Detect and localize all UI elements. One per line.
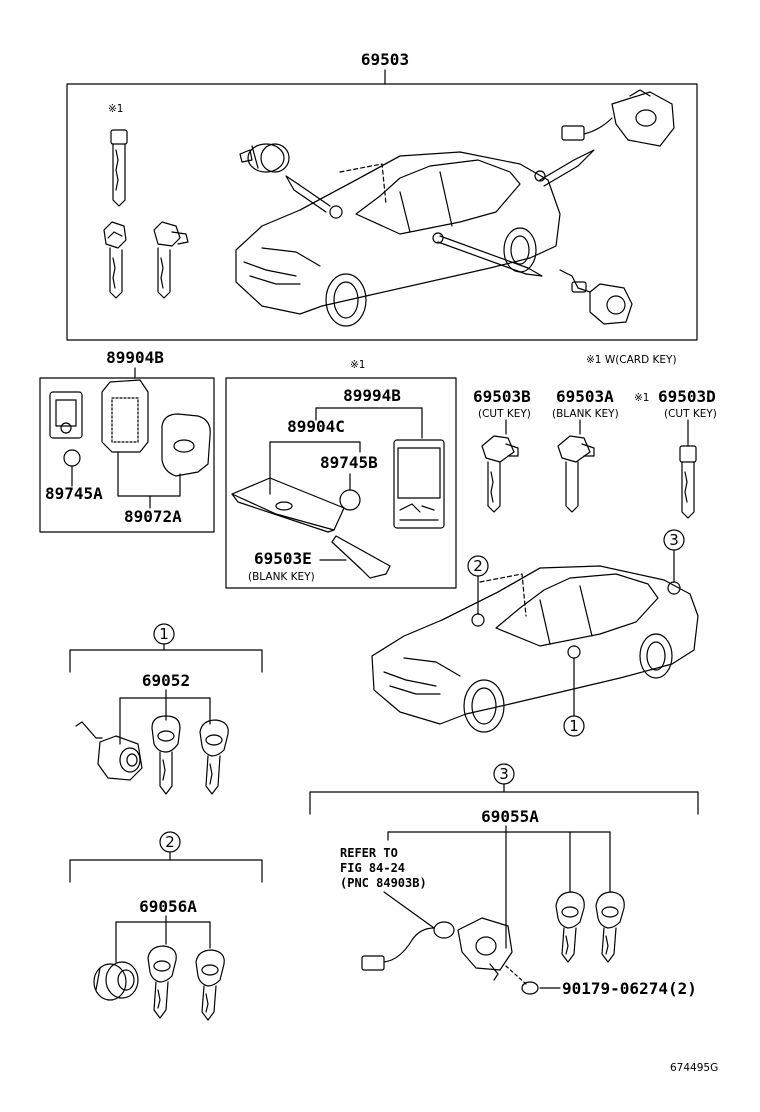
smart-key-case-icon: [101, 379, 149, 453]
ignition-cylinder-icon: [559, 269, 633, 325]
cut-key-69503D-icon: [679, 445, 697, 519]
smart-key-cover-icon: [161, 413, 211, 477]
blank-key-69503A-icon: [557, 435, 595, 513]
callout-3-group-label: 3: [499, 765, 509, 783]
door-lock-cylinder-69052-icon: [75, 721, 143, 781]
callout-3-car-label: 3: [669, 531, 679, 549]
label-89745A: 89745A: [45, 484, 103, 503]
blank-key-69503E-icon: [331, 535, 391, 579]
arrow-to-cylinder-icon: [285, 175, 333, 213]
label-69052: 69052: [142, 671, 190, 690]
trunk-lock-assembly-icon: [561, 89, 675, 147]
note-refer-line1: REFER TO: [340, 846, 398, 860]
callout-1-car-label: 1: [569, 717, 579, 735]
door-cylinder-icon: [239, 143, 290, 173]
note-ref1-mid: ※1: [350, 359, 365, 371]
callout-1-group-label: 1: [159, 625, 169, 643]
figure-id: 674495G: [670, 1062, 718, 1074]
key-69055A-a-icon: [555, 891, 585, 963]
cut-key-69503B-icon: [481, 435, 519, 513]
battery-89745B-icon: [339, 489, 361, 511]
callout-2-car-label: 2: [473, 557, 483, 575]
note-blank-key-a: (BLANK KEY): [552, 408, 619, 420]
label-69503D: 69503D: [658, 387, 716, 406]
label-69503B: 69503B: [473, 387, 531, 406]
vehicle-middle-icon: [371, 565, 699, 733]
note-card-key: ※1 W(CARD KEY): [586, 354, 677, 366]
instruction-card-icon: [393, 439, 445, 529]
label-90179-06274: 90179-06274(2): [562, 979, 697, 998]
vehicle-top-icon: [235, 151, 561, 327]
label-89745B: 89745B: [320, 453, 378, 472]
label-89904C: 89904C: [287, 417, 345, 436]
key-69056A-b-icon: [195, 949, 225, 1021]
group-box-89904B: [39, 377, 215, 533]
label-69055A: 69055A: [481, 807, 539, 826]
note-blank-key-e: (BLANK KEY): [248, 571, 315, 583]
group-box-89994B: [225, 377, 457, 589]
note-ref1-d: ※1: [634, 392, 649, 404]
note-ref1-top: ※1: [108, 103, 123, 115]
screw-90179-icon: [505, 965, 539, 995]
label-69056A: 69056A: [139, 897, 197, 916]
key-69052-a-icon: [151, 715, 181, 795]
label-69503: 69503: [361, 50, 409, 69]
trunk-cylinder-69056A-icon: [93, 961, 139, 1001]
callout-2-group-label: 2: [165, 833, 175, 851]
note-refer-line3: (PNC 84903B): [340, 876, 427, 890]
label-69503E: 69503E: [254, 549, 312, 568]
key-battery-cover-icon: [49, 391, 83, 439]
label-89072A: 89072A: [124, 507, 182, 526]
group-box-69503: [66, 83, 698, 341]
trunk-lock-switch-icon: [361, 917, 513, 981]
key-left-2-icon: [153, 221, 189, 299]
key-69055A-b-icon: [595, 891, 625, 963]
note-cut-key-b: (CUT KEY): [478, 408, 531, 420]
key-69056A-a-icon: [147, 945, 177, 1019]
key-69052-b-icon: [199, 719, 229, 795]
label-89994B: 89994B: [343, 386, 401, 405]
label-89904B: 89904B: [106, 348, 164, 367]
battery-89745A-icon: [63, 449, 81, 467]
card-key-icon: [231, 477, 345, 533]
key-left-1-icon: [103, 221, 127, 299]
arrow-to-trunk-switch-icon: [539, 149, 595, 187]
note-refer-line2: FIG 84-24: [340, 861, 405, 875]
label-69503A: 69503A: [556, 387, 614, 406]
card-key-blade-icon: [110, 129, 128, 207]
note-cut-key-d: (CUT KEY): [664, 408, 717, 420]
